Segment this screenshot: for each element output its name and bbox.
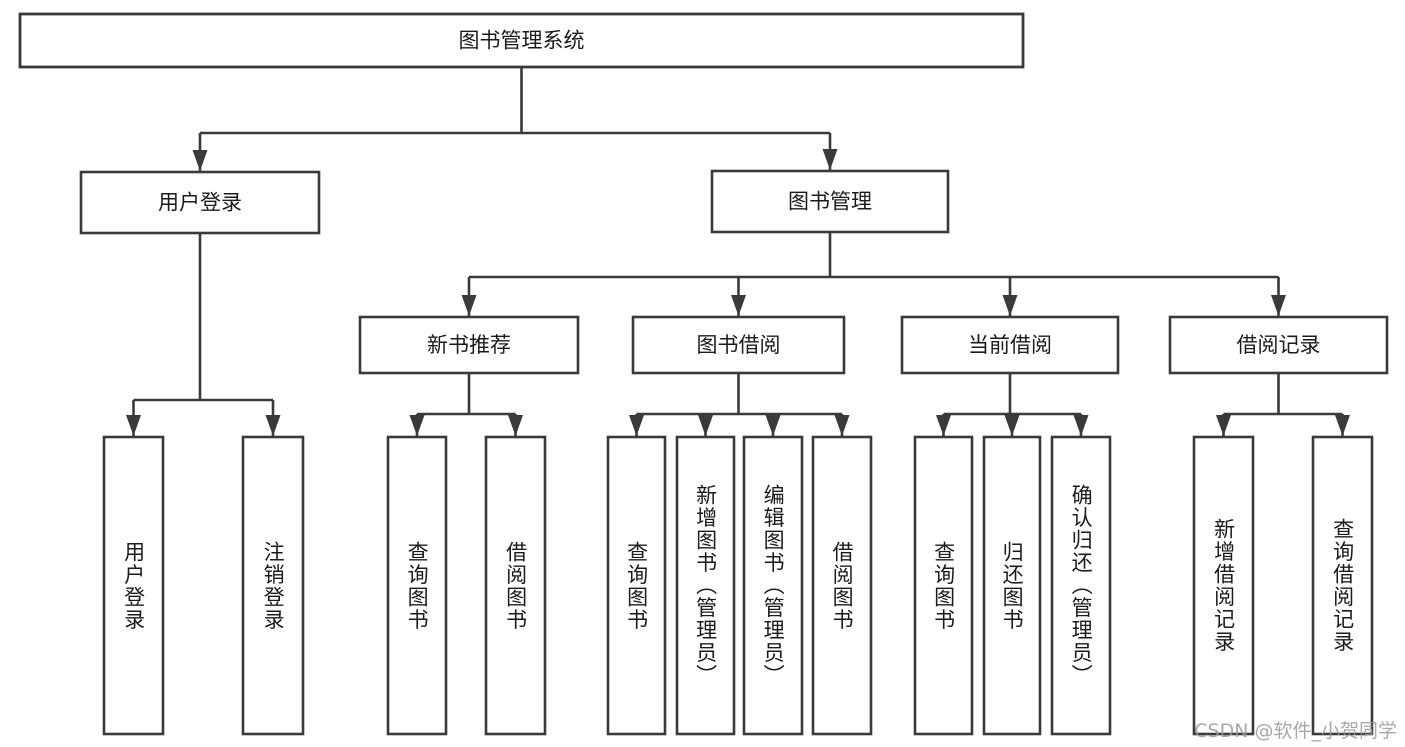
node-label-level2-2: 图书管理: [788, 190, 872, 214]
node-label-leaf-9: 查询图书: [931, 540, 956, 631]
node-box-leaf-5[interactable]: [606, 435, 667, 736]
node-label-level3-4: 借阅记录: [1237, 333, 1321, 357]
node-box-leaf-6[interactable]: [675, 435, 736, 736]
node-box-leaf-12[interactable]: [1192, 435, 1255, 736]
arrow-head-icon: [192, 150, 208, 171]
node-label-leaf-2: 注销登录: [261, 540, 286, 631]
node-box-root[interactable]: [18, 12, 1025, 69]
node-label-level2-1: 用户登录: [158, 191, 242, 215]
arrow-head-icon: [1335, 415, 1350, 436]
node-box-level3-4[interactable]: [1168, 315, 1389, 375]
node-label-level3-2: 图书借阅: [697, 333, 781, 357]
node-label-leaf-6: 新增图书（管理员）: [693, 484, 718, 687]
node-box-level3-3[interactable]: [900, 315, 1120, 375]
arrow-head-icon: [1216, 415, 1231, 436]
node-label-leaf-12: 新增借阅记录: [1211, 518, 1236, 653]
arrow-head-icon: [731, 295, 746, 316]
node-box-level2-2[interactable]: [710, 169, 950, 234]
node-box-leaf-9[interactable]: [913, 435, 974, 736]
arrow-head-icon: [629, 415, 644, 436]
node-box-leaf-7[interactable]: [742, 435, 804, 736]
node-label-leaf-3: 查询图书: [405, 540, 430, 631]
arrow-head-icon: [1002, 295, 1018, 316]
node-box-leaf-11[interactable]: [1050, 435, 1112, 736]
node-label-leaf-4: 借阅图书: [503, 540, 528, 631]
node-box-leaf-4[interactable]: [484, 435, 547, 736]
node-box-leaf-13[interactable]: [1311, 435, 1374, 736]
arrow-head-icon: [126, 415, 141, 436]
node-label-leaf-8: 借阅图书: [830, 540, 855, 631]
node-label-leaf-1: 用户登录: [121, 540, 146, 631]
node-label-leaf-10: 归还图书: [1000, 540, 1025, 631]
node-box-level2-1[interactable]: [79, 170, 321, 235]
arrow-head-icon: [936, 415, 951, 436]
node-label-leaf-7: 编辑图书（管理员）: [761, 484, 786, 687]
node-label-leaf-11: 确认归还（管理员）: [1069, 484, 1094, 687]
node-box-leaf-1[interactable]: [102, 435, 165, 736]
arrow-head-icon: [822, 149, 838, 170]
node-label-level3-1: 新书推荐: [427, 333, 511, 357]
arrow-head-icon: [698, 415, 713, 436]
arrow-head-icon: [508, 415, 523, 436]
arrow-head-icon: [765, 415, 781, 436]
arrow-head-icon: [409, 415, 425, 436]
node-label-root: 图书管理系统: [459, 29, 585, 53]
arrow-head-icon: [1271, 295, 1286, 316]
node-label-level3-3: 当前借阅: [968, 333, 1052, 357]
arrow-head-icon: [1073, 415, 1089, 436]
node-box-level3-1[interactable]: [358, 315, 580, 375]
node-box-leaf-2[interactable]: [241, 435, 305, 736]
node-box-leaf-10[interactable]: [982, 435, 1042, 736]
node-box-level3-2[interactable]: [631, 315, 846, 375]
arrow-head-icon: [1004, 415, 1020, 436]
node-label-leaf-13: 查询借阅记录: [1330, 518, 1355, 653]
arrow-head-icon: [834, 415, 850, 436]
node-box-leaf-8[interactable]: [811, 435, 873, 736]
arrow-head-icon: [461, 295, 477, 316]
arrow-head-icon: [265, 415, 281, 436]
node-box-leaf-3[interactable]: [386, 435, 448, 736]
boxes-layer: [18, 12, 1389, 736]
edges-layer: [126, 67, 1350, 436]
node-label-leaf-5: 查询图书: [624, 540, 649, 631]
